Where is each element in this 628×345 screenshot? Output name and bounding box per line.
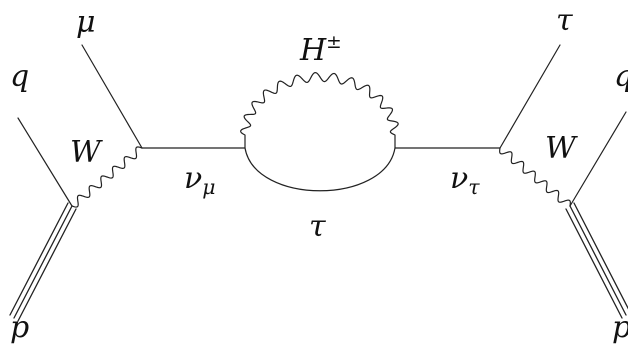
label-w-left: W bbox=[70, 135, 101, 170]
tau-loop-arc bbox=[244, 147, 396, 192]
nu-tau-subscript: τ bbox=[468, 175, 480, 199]
quark-line-left bbox=[17, 117, 73, 207]
label-q-right: q bbox=[614, 62, 628, 92]
h-base: H bbox=[300, 33, 327, 68]
h-superscript: ± bbox=[326, 32, 342, 53]
label-w-right: W bbox=[545, 131, 576, 166]
nu-mu-base: ν bbox=[184, 161, 203, 196]
proton-line-left bbox=[9, 202, 77, 322]
tau-line-top bbox=[499, 44, 561, 149]
label-q-left: q bbox=[10, 59, 30, 94]
w-boson-left bbox=[71, 146, 143, 208]
label-nu-tau: ντ bbox=[450, 161, 480, 198]
label-tau-loop: τ bbox=[309, 209, 326, 244]
label-p-right: p bbox=[612, 313, 628, 343]
label-tau-top: τ bbox=[556, 3, 573, 38]
quark-line-right bbox=[569, 111, 627, 207]
proton-line-right bbox=[565, 202, 628, 319]
label-mu: μ bbox=[76, 5, 96, 40]
nu-mu-subscript: μ bbox=[202, 175, 216, 199]
muon-line bbox=[81, 44, 143, 149]
higgs-loop-arc bbox=[240, 72, 399, 149]
nu-tau-base: ν bbox=[450, 161, 469, 196]
label-h-pm: H± bbox=[300, 33, 342, 68]
w-boson-right bbox=[499, 147, 571, 207]
label-nu-mu: νμ bbox=[184, 161, 216, 198]
label-p-left: p bbox=[10, 310, 30, 345]
